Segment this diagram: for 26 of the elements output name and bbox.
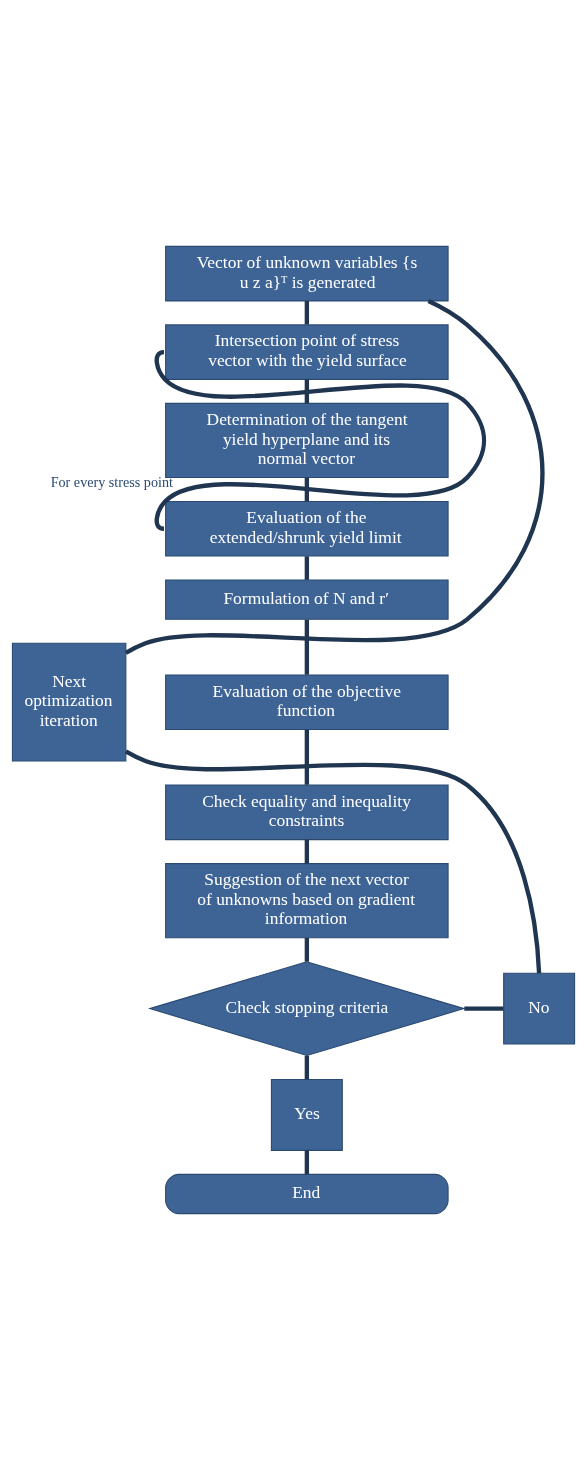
node-box: Intersection point of stress vector with the yield surface [165,323,449,380]
connector [124,298,545,655]
connector [304,300,310,324]
connector [304,937,310,962]
connector [304,1149,310,1174]
node-diamond: Check stopping criteria [147,960,466,1056]
node-box: End [165,1173,449,1214]
connector [304,839,310,864]
connector [304,619,310,675]
node-box: Yes [270,1078,343,1151]
node-box: Check equality and inequality constraints [165,784,449,840]
connector [304,555,310,580]
node-box: Evaluation of the objective function [165,673,449,730]
node-box: Vector of unknown variables {s u z a}ᵀ is generated [165,245,449,301]
connector [304,729,310,785]
node-box: No [503,972,576,1045]
connector [124,749,542,973]
connector [304,1055,310,1079]
connector [304,379,310,403]
node-box: Determination of the tangent yield hyperplane and its normal vector [165,402,449,478]
node-box: Suggestion of the next vector of unknowns based on gradient information [165,862,449,938]
connector [304,477,310,501]
connector [464,1005,504,1011]
node-box: Formulation of N and r′ [165,579,449,620]
node-box: Next optimization iteration [11,642,127,762]
node-box: Evaluation of the extended/shrunk yield limit [165,500,449,557]
